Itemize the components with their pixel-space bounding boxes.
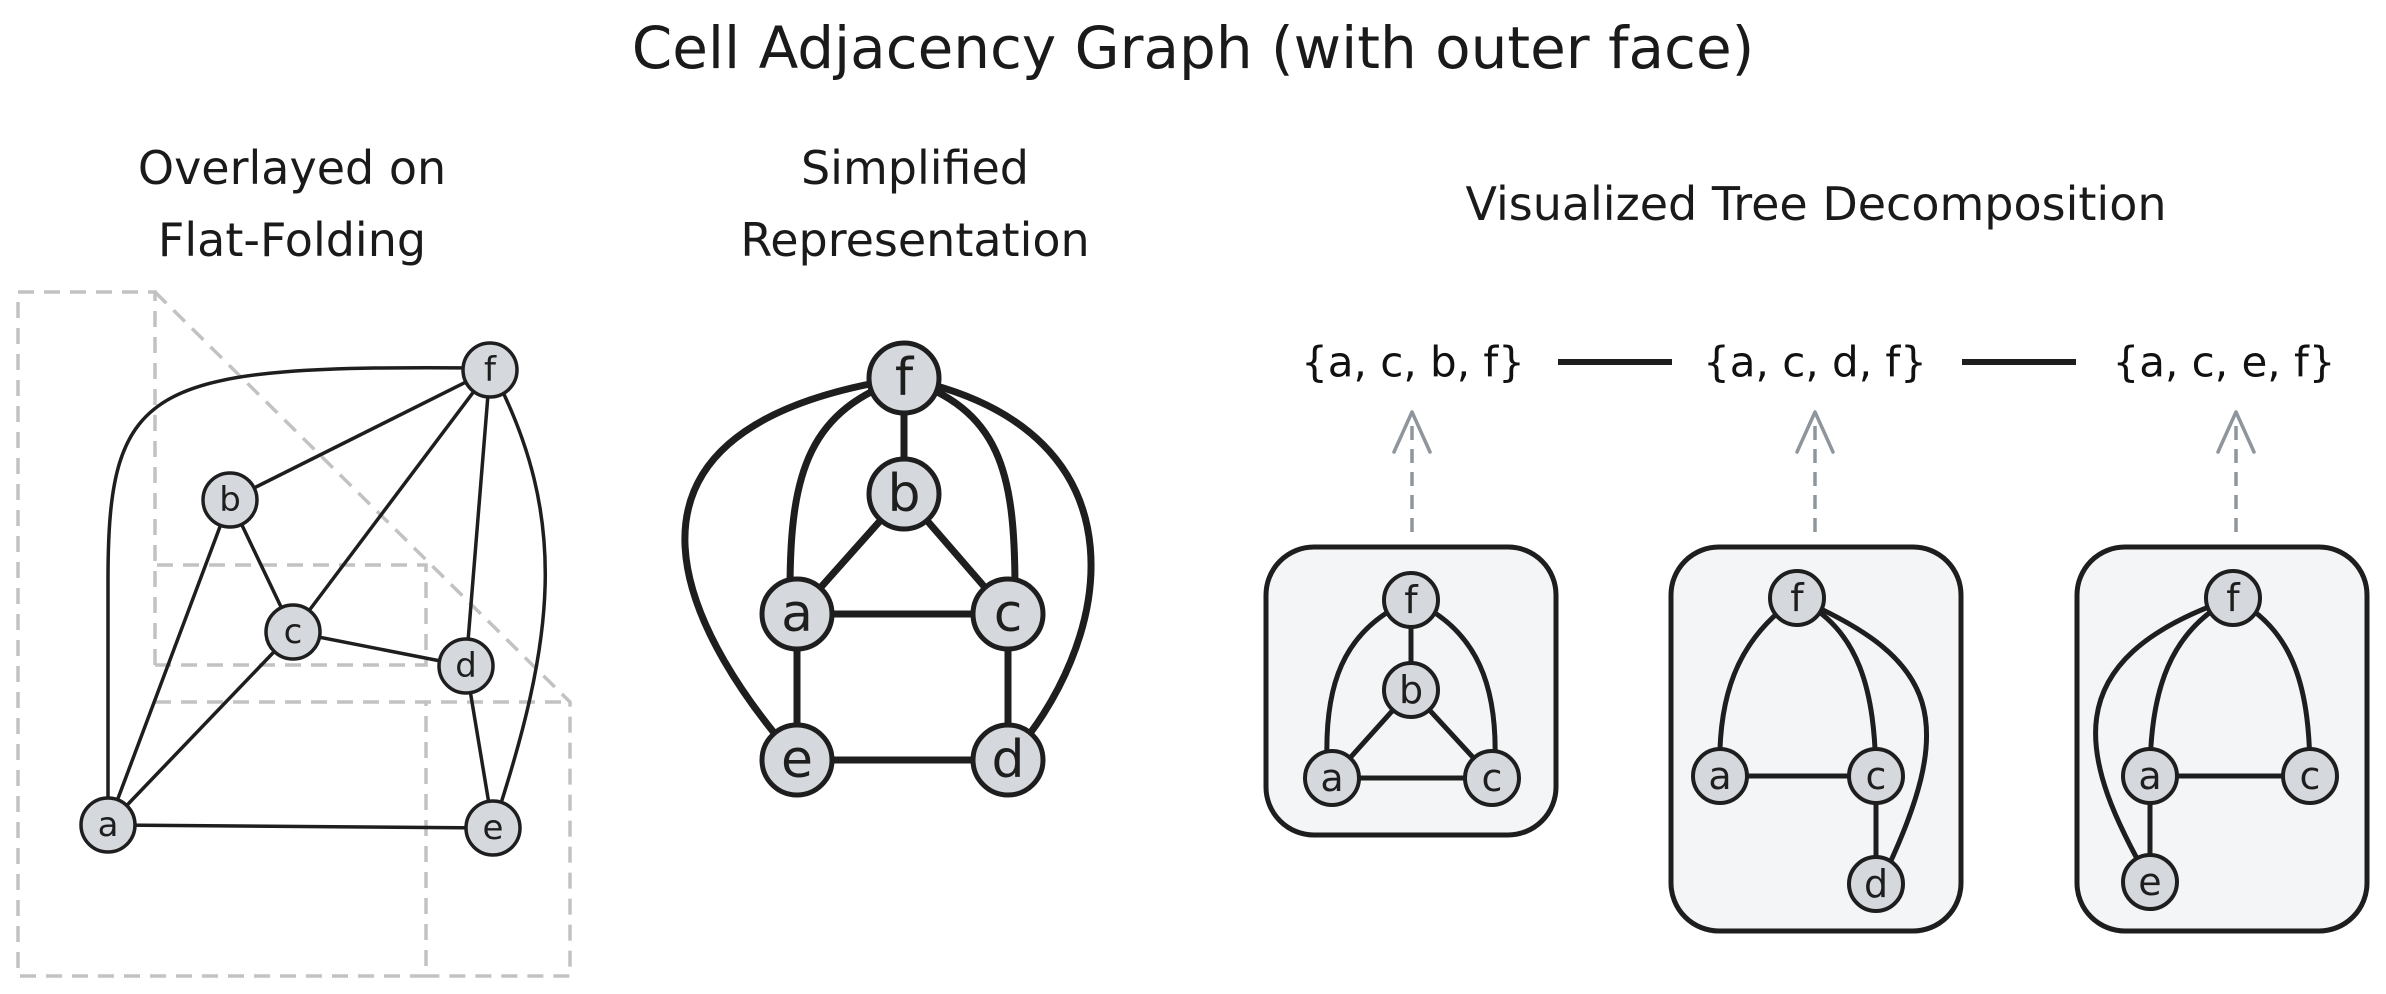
bag2-node-label-d: d (1864, 862, 1888, 906)
overlay-node-label-e: e (483, 808, 504, 848)
arrow-2 (1795, 410, 1835, 532)
simplified-node-d: d (970, 722, 1046, 798)
bag1-node-f: f (1382, 571, 1440, 629)
simplified-node-f: f (866, 340, 942, 416)
overlay-node-e: e (464, 799, 522, 857)
bag2-node-f: f (1768, 569, 1826, 627)
bag1-node-b: b (1382, 661, 1440, 719)
bag2-node-label-c: c (1866, 754, 1887, 798)
bag2-node-label-a: a (1708, 754, 1731, 798)
simplified-node-label-f: f (895, 348, 915, 408)
bag2-node-c: c (1847, 747, 1905, 805)
overlay-node-label-a: a (98, 805, 119, 845)
overlay-node-b: b (201, 471, 259, 529)
bag-label-1: {a, c, b, f} (1301, 338, 1525, 387)
simplified-graph-edges (681, 374, 1095, 764)
main-title: Cell Adjacency Graph (with outer face) (632, 14, 1755, 82)
overlay-node-label-d: d (455, 646, 477, 686)
bag-subgraph-3: f a c e (2074, 544, 2370, 934)
bag3-node-label-e: e (2138, 860, 2161, 904)
tree-panel: {a, c, b, f} {a, c, d, f} {a, c, e, f} (1263, 338, 2370, 934)
simplified-node-e: e (759, 722, 835, 798)
bag2-node-d: d (1847, 855, 1905, 913)
bag3-node-label-f: f (2226, 576, 2241, 620)
overlay-panel: f b c d a e (16, 290, 572, 978)
simplified-panel: f b a c e d (681, 340, 1095, 798)
overlay-node-label-b: b (219, 480, 241, 520)
simplified-node-b: b (866, 456, 942, 532)
bag-subgraph-1: f b a c (1263, 544, 1559, 838)
bag3-node-label-a: a (2138, 754, 2161, 798)
simplified-node-label-e: e (781, 730, 813, 790)
overlay-node-f: f (461, 341, 519, 399)
bag1-node-label-b: b (1399, 668, 1423, 712)
bag-label-3: {a, c, e, f} (2112, 338, 2335, 387)
bag1-node-label-c: c (1482, 756, 1503, 800)
overlay-panel-title-line1: Overlayed on (138, 141, 446, 195)
simplified-node-c: c (970, 576, 1046, 652)
simplified-panel-title-line1: Simplified (801, 141, 1029, 195)
bag3-node-a: a (2121, 747, 2179, 805)
arrow-3 (2216, 410, 2256, 532)
overlay-node-c: c (264, 603, 322, 661)
bag1-node-a: a (1303, 749, 1361, 807)
bag1-node-c: c (1463, 749, 1521, 807)
simplified-node-label-a: a (781, 584, 813, 644)
overlay-node-a: a (79, 796, 137, 854)
simplified-node-label-b: b (887, 464, 920, 524)
bag3-node-f: f (2204, 569, 2262, 627)
bag3-node-label-c: c (2300, 754, 2321, 798)
bag1-node-label-a: a (1320, 756, 1343, 800)
simplified-node-label-d: d (991, 730, 1024, 790)
bag2-node-label-f: f (1790, 576, 1805, 620)
bag2-node-a: a (1691, 747, 1749, 805)
simplified-node-a: a (759, 576, 835, 652)
overlay-node-d: d (437, 637, 495, 695)
bag3-node-e: e (2121, 853, 2179, 911)
flat-folding-dashed-lines (16, 290, 572, 978)
overlay-node-label-c: c (284, 612, 303, 652)
bag-subgraph-2: f a c d (1668, 544, 1964, 934)
overlay-panel-title-line2: Flat-Folding (158, 213, 426, 267)
tree-panel-title: Visualized Tree Decomposition (1465, 177, 2166, 231)
overlay-node-label-f: f (484, 350, 497, 390)
arrow-1 (1392, 410, 1432, 532)
bag-label-2: {a, c, d, f} (1703, 338, 1927, 387)
simplified-node-label-c: c (994, 584, 1023, 644)
bag1-node-label-f: f (1404, 578, 1419, 622)
overlay-graph-edges (106, 365, 548, 830)
bag3-node-c: c (2281, 747, 2339, 805)
simplified-panel-title-line2: Representation (740, 213, 1089, 267)
